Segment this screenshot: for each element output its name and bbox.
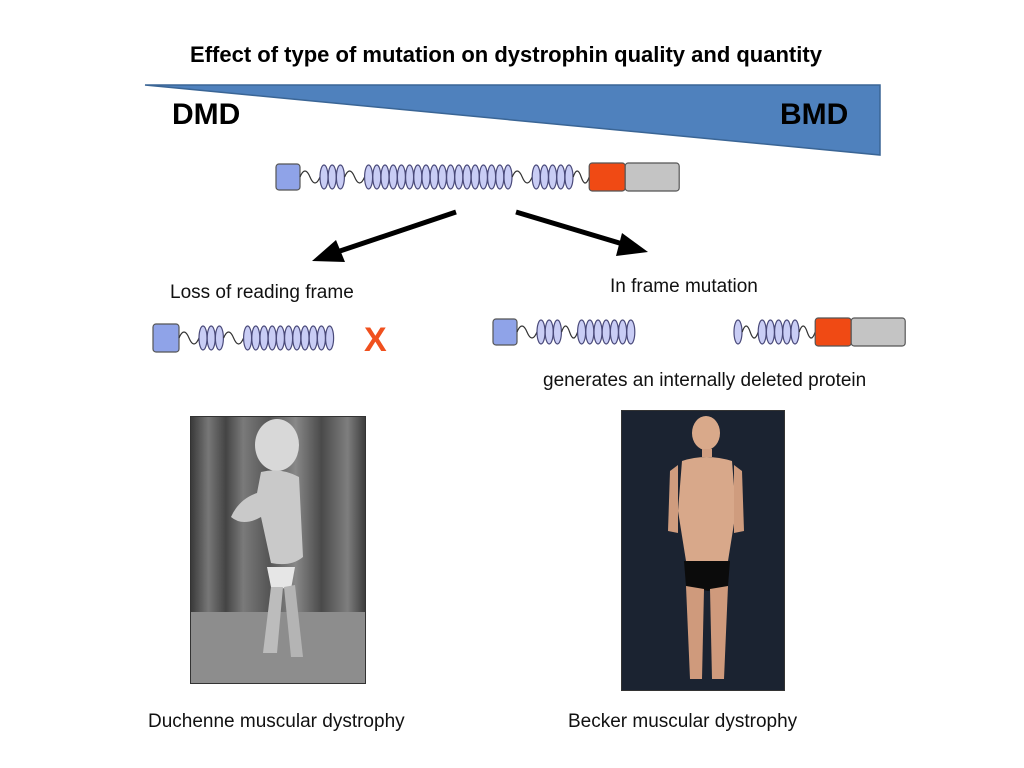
- inframe-repeat: [617, 319, 628, 345]
- truncated-repeat: [206, 325, 216, 351]
- inframe-hinge: [561, 325, 579, 339]
- full-repeat: [478, 164, 488, 190]
- truncated-repeat: [316, 325, 326, 351]
- inframe-repeat: [536, 319, 546, 345]
- inframe-repeat: [626, 319, 636, 345]
- full-repeat: [531, 164, 541, 190]
- inframe-n-terminus: [492, 318, 518, 346]
- inframe-repeat: [552, 319, 563, 345]
- loss-of-reading-frame-label: Loss of reading frame: [170, 282, 354, 303]
- full-repeat: [564, 164, 574, 190]
- inframe-repeat: [733, 319, 743, 345]
- truncated-hinge: [223, 331, 245, 345]
- full-repeat: [319, 164, 329, 190]
- duchenne-caption: Duchenne muscular dystrophy: [148, 711, 405, 732]
- inframe-repeat: [544, 319, 554, 345]
- full-hinge: [344, 170, 366, 184]
- truncation-x-mark: X: [364, 321, 387, 359]
- full-repeat: [462, 164, 472, 190]
- full-repeat: [495, 164, 505, 190]
- truncated-repeat: [243, 325, 253, 351]
- becker-patient-photo: [621, 410, 785, 691]
- full-repeat: [327, 164, 337, 190]
- slide-title: Effect of type of mutation on dystrophin…: [190, 42, 822, 67]
- inframe-repeat: [782, 319, 792, 345]
- inframe-repeat: [585, 319, 595, 345]
- full-repeat: [487, 164, 497, 190]
- truncated-repeat: [251, 325, 261, 351]
- inframe-repeat: [601, 319, 611, 345]
- truncated-repeat: [308, 325, 318, 351]
- inframe-c-terminus: [850, 317, 906, 347]
- inframe-repeat: [773, 319, 784, 345]
- full-repeat: [421, 164, 431, 190]
- full-repeat: [364, 164, 374, 190]
- truncated-repeat: [267, 325, 277, 351]
- full-cysteine-rich-domain: [588, 162, 626, 192]
- full-repeat: [437, 164, 447, 190]
- inframe-repeat: [757, 319, 767, 345]
- full-repeat: [454, 164, 464, 190]
- truncated-repeat: [284, 325, 294, 351]
- full-hinge: [511, 170, 533, 184]
- inframe-hinge: [798, 325, 816, 339]
- full-repeat: [429, 164, 439, 190]
- truncated-repeat: [198, 325, 208, 351]
- truncated-n-terminus: [152, 323, 180, 353]
- truncated-repeat: [325, 325, 335, 351]
- truncated-hinge: [178, 331, 200, 345]
- full-n-terminus: [275, 163, 301, 191]
- full-repeat: [405, 164, 415, 190]
- becker-caption: Becker muscular dystrophy: [568, 711, 798, 732]
- full-repeat: [547, 164, 558, 190]
- full-repeat: [413, 164, 423, 190]
- truncated-repeat: [292, 325, 302, 351]
- full-repeat: [396, 164, 406, 190]
- inframe-repeat: [593, 319, 603, 345]
- full-repeat: [388, 164, 398, 190]
- dmd-label: DMD: [172, 98, 241, 131]
- deleted-protein-caption: generates an internally deleted protein: [543, 370, 867, 391]
- in-frame-mutation-label: In frame mutation: [610, 276, 758, 297]
- duchenne-patient-photo: [190, 416, 366, 684]
- inframe-repeat: [765, 319, 776, 345]
- full-repeat: [470, 164, 480, 190]
- inframe-repeat: [576, 319, 587, 345]
- full-repeat: [335, 164, 345, 190]
- full-repeat: [556, 164, 566, 190]
- full-repeat: [380, 164, 390, 190]
- full-repeat: [446, 164, 456, 190]
- arrow-left: [312, 209, 457, 262]
- severity-wedge: [144, 84, 881, 156]
- arrow-right: [515, 209, 648, 256]
- full-repeat: [503, 164, 513, 190]
- inframe-hinge: [516, 325, 538, 339]
- bmd-label: BMD: [780, 98, 849, 131]
- inframe-hinge: [741, 325, 759, 339]
- inframe-cysteine-rich-domain: [814, 317, 852, 347]
- truncated-repeat: [275, 325, 285, 351]
- inframe-repeat: [790, 319, 800, 345]
- full-repeat: [539, 164, 550, 190]
- full-c-terminus: [624, 162, 680, 192]
- truncated-repeat: [300, 325, 310, 351]
- full-hinge: [572, 170, 590, 184]
- truncated-repeat: [259, 325, 269, 351]
- full-repeat: [372, 164, 382, 190]
- truncated-repeat: [214, 325, 224, 351]
- full-hinge: [299, 170, 321, 184]
- inframe-repeat: [609, 319, 620, 345]
